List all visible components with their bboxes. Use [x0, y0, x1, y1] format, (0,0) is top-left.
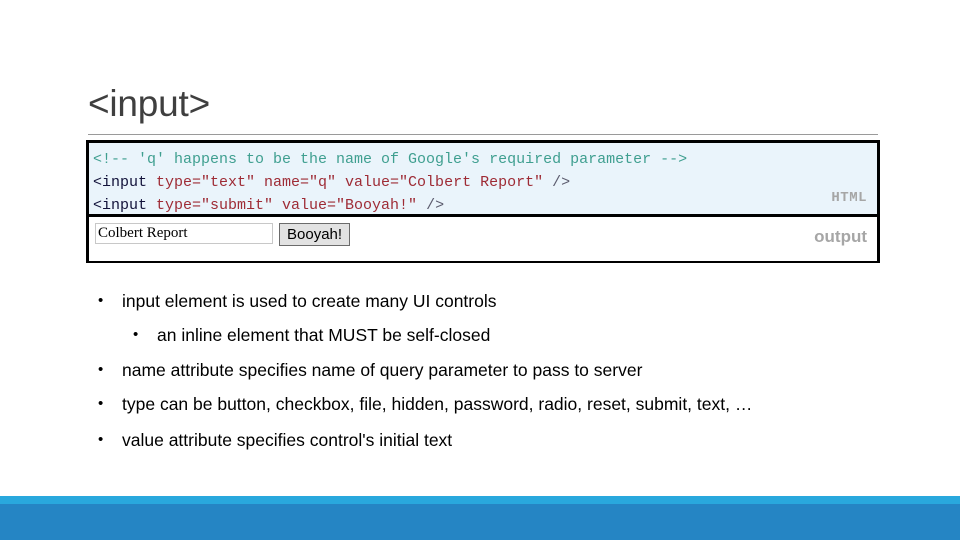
title-underline: [88, 134, 878, 135]
output-area: Booyah! output: [89, 217, 877, 261]
list-item-text: value attribute specifies control's init…: [122, 430, 453, 450]
list-item-text: type can be button, checkbox, file, hidd…: [122, 394, 753, 414]
list-item-text: name attribute specifies name of query p…: [122, 360, 643, 380]
code-example-box: <!-- 'q' happens to be the name of Googl…: [86, 140, 880, 263]
bullet-marker: •: [98, 431, 104, 448]
list-item: • name attribute specifies name of query…: [88, 358, 878, 382]
code-selfclose: />: [543, 174, 571, 191]
list-item: • value attribute specifies control's in…: [88, 428, 878, 452]
bullet-list: • input element is used to create many U…: [88, 289, 878, 462]
list-item-text: input element is used to create many UI …: [122, 291, 497, 311]
list-item-text: an inline element that MUST be self-clos…: [157, 325, 491, 345]
code-tag: <input: [93, 197, 157, 214]
page-title: <input>: [88, 83, 211, 124]
footer-band: [0, 504, 960, 540]
footer-accent-stripe: [0, 496, 960, 504]
code-comment: <!-- 'q' happens to be the name of Googl…: [93, 151, 688, 168]
bullet-marker: •: [133, 326, 139, 343]
code-selfclose: />: [417, 197, 445, 214]
rendered-form: Booyah!: [95, 223, 877, 246]
code-attributes: type="submit" value="Booyah!": [156, 197, 418, 214]
code-attributes: type="text" name="q" value="Colbert Repo…: [156, 174, 544, 191]
code-line-3: <input type="submit" value="Booyah!" />: [93, 194, 877, 214]
code-line-2: <input type="text" name="q" value="Colbe…: [93, 171, 877, 194]
output-label: output: [814, 227, 867, 246]
code-area: <!-- 'q' happens to be the name of Googl…: [89, 143, 877, 217]
search-input[interactable]: [95, 223, 273, 244]
language-label: HTML: [831, 190, 867, 206]
code-line-1: <!-- 'q' happens to be the name of Googl…: [93, 148, 877, 171]
code-tag: <input: [93, 174, 157, 191]
list-item: • type can be button, checkbox, file, hi…: [88, 392, 878, 416]
list-item: • input element is used to create many U…: [88, 289, 878, 313]
bullet-marker: •: [98, 361, 104, 378]
bullet-marker: •: [98, 292, 104, 309]
list-item: • an inline element that MUST be self-cl…: [88, 323, 878, 347]
submit-button[interactable]: Booyah!: [279, 223, 351, 246]
bullet-marker: •: [98, 395, 104, 412]
